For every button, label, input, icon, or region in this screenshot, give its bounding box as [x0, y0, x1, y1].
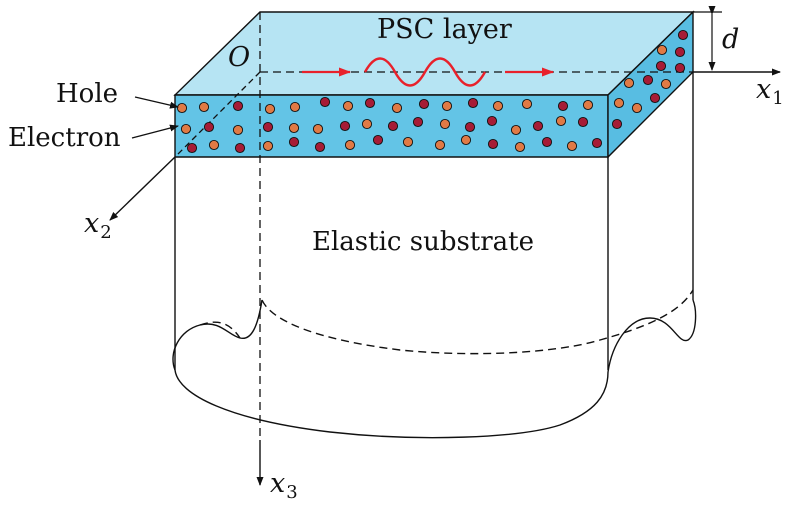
- substrate-bottom-front-curve: [174, 369, 609, 439]
- electron-particle: [557, 100, 569, 112]
- hole-particle: [439, 118, 451, 130]
- thickness-label: d: [722, 24, 739, 55]
- electron-particle: [591, 137, 603, 149]
- electron-particle: [372, 134, 384, 146]
- electron-particle: [674, 46, 686, 58]
- electron-particle: [186, 142, 198, 154]
- hole-particle: [361, 118, 373, 130]
- charge-carriers: [176, 29, 689, 154]
- hole-particle: [460, 134, 472, 146]
- hole-particle: [441, 100, 453, 112]
- hole-particle: [391, 102, 403, 114]
- hole-pointer: [134, 96, 179, 109]
- x1-axis-label: x1: [756, 74, 784, 109]
- hole-particle: [582, 99, 594, 111]
- electron-particle: [467, 97, 479, 109]
- hole-particle: [434, 139, 446, 151]
- hole-particle: [198, 101, 210, 113]
- electron-particle: [232, 100, 244, 112]
- x3-axis-subscript: 3: [286, 482, 297, 503]
- hole-particle: [232, 124, 244, 136]
- surface-wave: [302, 57, 554, 87]
- electron-particle: [642, 74, 654, 86]
- x2-axis-arrow: [109, 156, 176, 221]
- hole-particle: [623, 77, 635, 89]
- origin-label: O: [228, 42, 250, 73]
- hole-particle: [566, 140, 578, 152]
- electron-pointer: [131, 124, 179, 139]
- substrate-label: Elastic substrate: [312, 227, 534, 257]
- hole-particle: [180, 123, 192, 135]
- electron-particle: [532, 120, 544, 132]
- hole-particle: [555, 115, 567, 127]
- substrate-body: [172, 72, 697, 439]
- x2-axis-subscript: 2: [100, 222, 111, 243]
- hole-particle: [342, 100, 354, 112]
- hole-particle: [660, 78, 672, 90]
- hole-particle: [402, 136, 414, 148]
- electron-particle: [541, 136, 553, 148]
- x1-axis-subscript: 1: [772, 88, 783, 109]
- electron-particle: [234, 142, 246, 154]
- hole-particle: [176, 102, 188, 114]
- electron-particle: [387, 120, 399, 132]
- electron-particle: [412, 116, 424, 128]
- hole-particle: [492, 100, 504, 112]
- substrate-right-cut-curve: [607, 299, 697, 373]
- psc-layer-label: PSC layer: [377, 14, 512, 45]
- hole-label: Hole: [56, 79, 118, 109]
- electron-particle: [314, 141, 326, 153]
- electron-particle: [203, 121, 215, 133]
- thickness-dimension: [693, 6, 722, 71]
- hole-particle: [656, 44, 668, 56]
- electron-particle: [262, 121, 274, 133]
- hole-particle: [312, 123, 324, 135]
- substrate-hidden-curve: [261, 289, 694, 355]
- electron-particle: [339, 120, 351, 132]
- x3-axis-label: x3: [270, 468, 298, 503]
- hole-particle: [613, 97, 625, 109]
- substrate-left-cut-curve: [172, 299, 263, 371]
- hole-particle: [521, 98, 533, 110]
- electron-particle: [649, 92, 661, 104]
- electron-particle: [655, 60, 667, 72]
- electron-particle: [319, 96, 331, 108]
- hole-particle: [262, 140, 274, 152]
- electron-particle: [611, 118, 623, 130]
- hole-particle: [631, 102, 643, 114]
- electron-particle: [288, 136, 300, 148]
- substrate-hidden-left-curve: [199, 321, 241, 339]
- electron-particle: [677, 29, 689, 41]
- x1-axis-letter: x: [756, 74, 771, 105]
- wave-sine: [363, 57, 487, 87]
- hole-particle: [208, 139, 220, 151]
- x3-axis-letter: x: [270, 468, 285, 499]
- hole-particle: [510, 124, 522, 136]
- electron-particle: [364, 97, 376, 109]
- electron-particle: [487, 138, 499, 150]
- hole-particle: [264, 103, 276, 115]
- x2-axis-hidden: [174, 71, 261, 158]
- hole-particle: [289, 101, 301, 113]
- hole-particle: [288, 122, 300, 134]
- electron-particle: [577, 116, 589, 128]
- electron-particle: [418, 98, 430, 110]
- hole-particle: [344, 139, 356, 151]
- electron-particle: [486, 115, 498, 127]
- x2-axis-letter: x: [84, 208, 99, 239]
- electron-particle: [464, 121, 476, 133]
- hole-particle: [514, 141, 526, 153]
- electron-particle: [674, 62, 686, 74]
- electron-label: Electron: [8, 123, 121, 153]
- x2-axis-label: x2: [84, 208, 112, 243]
